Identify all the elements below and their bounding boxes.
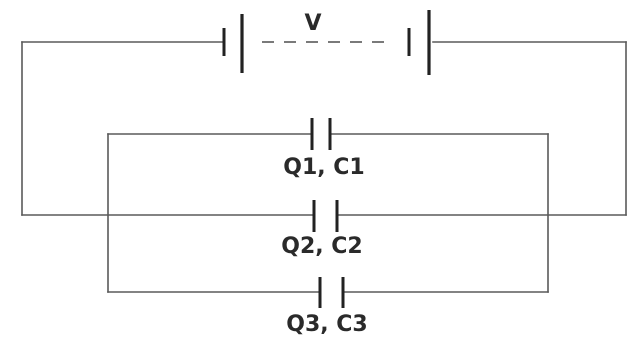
capacitor-2-label: Q2, C2 xyxy=(281,234,362,259)
capacitor-3-label: Q3, C3 xyxy=(286,312,367,337)
inner-loop-wire xyxy=(107,133,549,293)
battery xyxy=(222,10,431,75)
capacitor-1 xyxy=(310,118,332,150)
capacitor-3 xyxy=(318,277,345,308)
voltage-label: V xyxy=(304,11,321,36)
capacitor-1-label: Q1, C1 xyxy=(283,155,364,180)
outer-loop-wire xyxy=(21,41,627,216)
capacitor-2 xyxy=(312,200,339,232)
